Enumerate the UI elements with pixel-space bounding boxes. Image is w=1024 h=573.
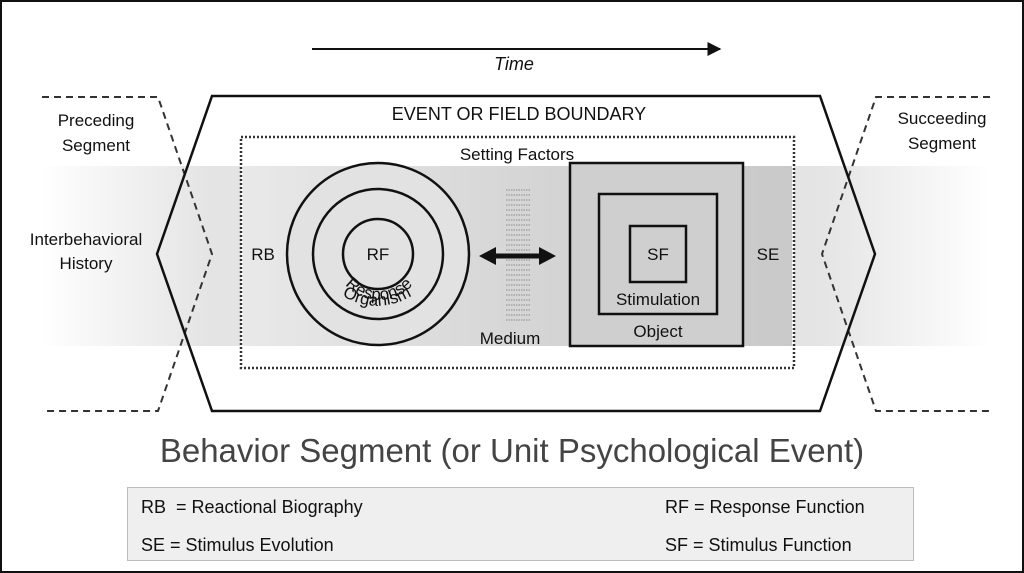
figure-caption: Behavior Segment (or Unit Psychological … bbox=[159, 432, 865, 469]
event-boundary-hexagon bbox=[155, 94, 877, 413]
succeeding-segment-outline bbox=[820, 96, 990, 412]
preceding-label-line2: Segment bbox=[62, 136, 130, 155]
object-label: Object bbox=[633, 322, 682, 341]
sf-square bbox=[628, 224, 688, 284]
medium-label: Medium bbox=[480, 329, 540, 348]
arrowhead-left bbox=[479, 247, 496, 265]
succeeding-label-line1: Succeeding bbox=[898, 109, 987, 128]
sf-label: SF bbox=[647, 245, 669, 264]
se-label: SE bbox=[757, 245, 780, 264]
legend-rb: RB = Reactional Biography bbox=[141, 497, 363, 517]
preceding-label-line1: Preceding bbox=[58, 111, 135, 130]
succeeding-label-line2: Segment bbox=[908, 134, 976, 153]
history-label-line2: History bbox=[60, 254, 113, 273]
legend-box: RB = Reactional Biography SE = Stimulus … bbox=[127, 487, 914, 561]
rf-circle bbox=[341, 217, 415, 291]
legend-rf: RF = Response Function bbox=[665, 497, 865, 517]
arrowhead-right bbox=[539, 247, 556, 265]
rb-label: RB bbox=[251, 245, 275, 264]
history-label-line1: Interbehavioral bbox=[30, 230, 142, 249]
rf-label: RF bbox=[367, 245, 390, 264]
legend-sf: SF = Stimulus Function bbox=[665, 535, 852, 555]
stimulation-label: Stimulation bbox=[616, 290, 700, 309]
time-label: Time bbox=[494, 54, 534, 74]
legend-se: SE = Stimulus Evolution bbox=[141, 535, 334, 555]
setting-factors-label: Setting Factors bbox=[460, 145, 574, 164]
preceding-segment-outline bbox=[42, 96, 214, 412]
event-boundary-label: EVENT OR FIELD BOUNDARY bbox=[392, 104, 646, 124]
